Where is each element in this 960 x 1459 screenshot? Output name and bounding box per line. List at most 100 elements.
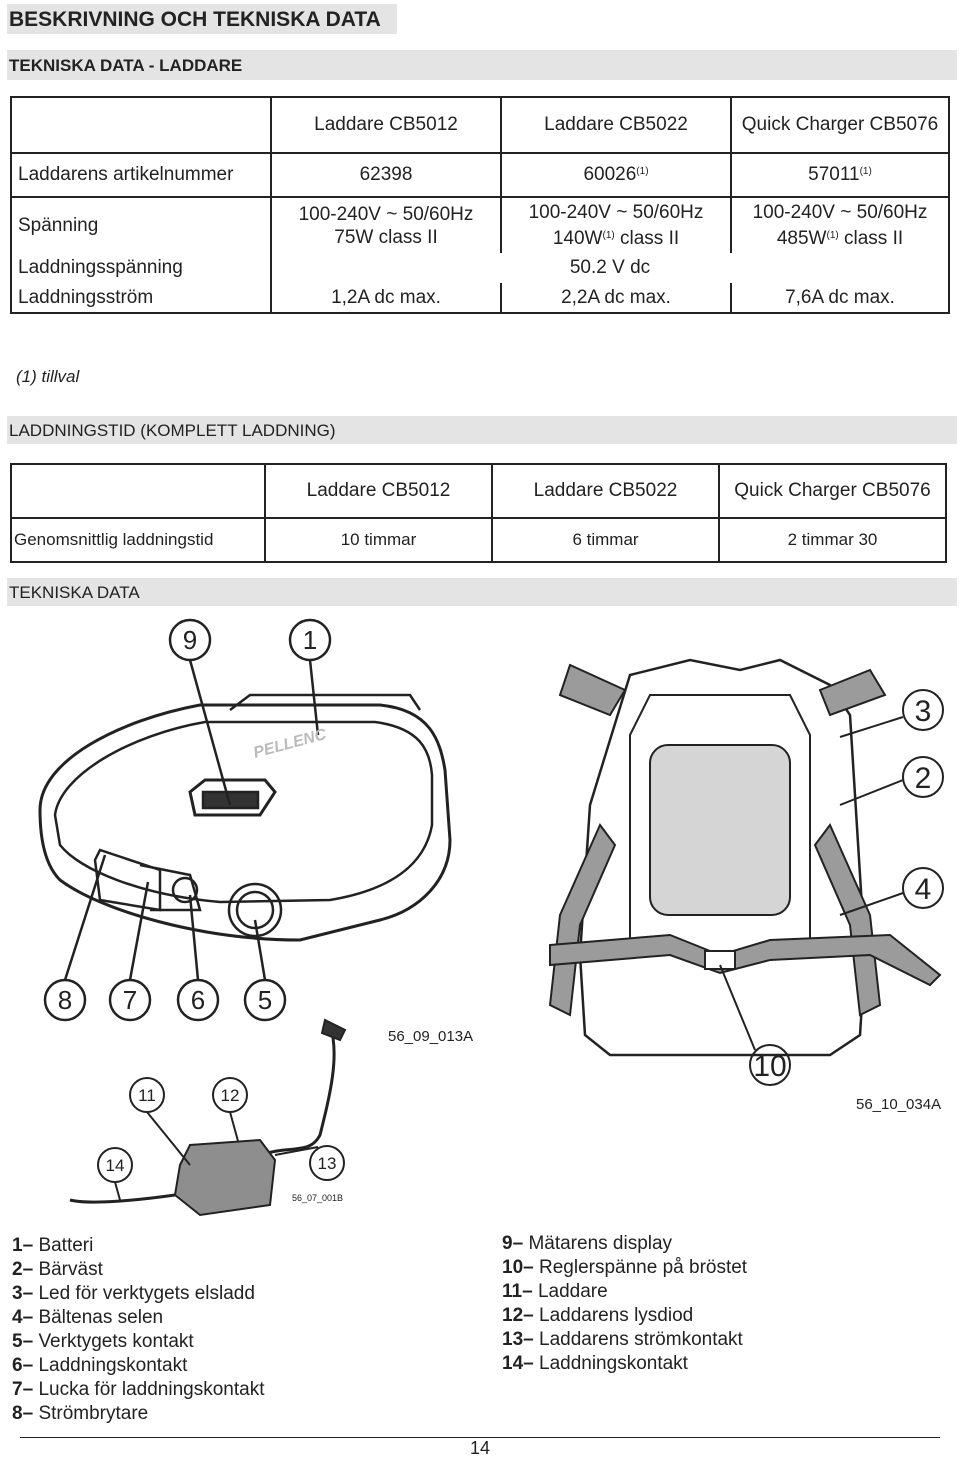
legend-left: 1– Batteri 2– Bärväst 3– Led för verktyg… [12, 1234, 264, 1426]
legend-num: 6 [12, 1355, 23, 1376]
legend-dash: – [22, 1379, 34, 1400]
cell-text: 100-240V ~ 50/60Hz [528, 202, 704, 223]
row-label: Laddarens artikelnummer [10, 152, 272, 198]
callout-7-text: 7 [123, 985, 137, 1015]
legend-dash: – [22, 1331, 34, 1352]
legend-text: Mätarens display [528, 1233, 673, 1254]
callout-10-text: 10 [753, 1050, 786, 1083]
section-header-charger-text: TEKNISKA DATA - LADDARE [9, 56, 243, 75]
legend-num: 9 [502, 1233, 513, 1254]
callout-8-text: 8 [58, 985, 72, 1015]
legend-item: 8– Strömbrytare [12, 1402, 264, 1426]
footer-rule [20, 1437, 940, 1438]
table-corner [10, 463, 266, 519]
legend-num: 7 [12, 1379, 23, 1400]
legend-dash: – [523, 1257, 534, 1278]
row-label-text: Genomsnittlig laddningstid [14, 530, 214, 549]
legend-num: 14 [502, 1353, 524, 1374]
callout-12-text: 12 [221, 1086, 240, 1105]
legend-text: Laddningskontakt [38, 1355, 188, 1376]
page-title: BESKRIVNING OCH TEKNISKA DATA [7, 4, 397, 34]
legend-text: Led för verktygets elsladd [38, 1283, 255, 1304]
row-label: Laddningsström [10, 283, 272, 314]
cell-text: 57011 [808, 164, 860, 185]
legend-num: 8 [12, 1403, 23, 1424]
brand-logo: PELLENC [252, 726, 329, 762]
cell: 2 timmar 30 [718, 517, 947, 563]
legend-dash: – [512, 1233, 524, 1254]
section-header-charger: TEKNISKA DATA - LADDARE [7, 50, 957, 80]
legend-item: 4– Bältenas selen [12, 1306, 264, 1330]
callout-4-text: 4 [915, 873, 932, 906]
callout-11-text: 11 [138, 1086, 156, 1105]
row-label-text: Laddarens artikelnummer [18, 164, 234, 185]
row-label-text: Spänning [18, 214, 99, 236]
col-header: Laddare CB5012 [264, 463, 493, 519]
row-label: Genomsnittlig laddningstid [10, 517, 266, 563]
legend-text: Lucka för laddningskontakt [38, 1379, 265, 1400]
legend-dash: – [22, 1283, 34, 1304]
legend-text: Laddarens strömkontakt [539, 1329, 743, 1350]
col-header: Laddare CB5022 [491, 463, 720, 519]
legend-text: Reglerspänne på bröstet [539, 1257, 748, 1278]
legend-num: 3 [12, 1283, 23, 1304]
legend-right: 9– Mätarens display 10– Reglerspänne på … [502, 1232, 747, 1376]
figure-ref-charger: 56_07_001B [292, 1193, 344, 1203]
legend-text: Bältenas selen [38, 1307, 164, 1328]
page-number: 14 [470, 1438, 491, 1458]
legend-dash: – [523, 1305, 534, 1326]
row-label: Laddningsspänning [10, 253, 272, 283]
legend-num: 11 [502, 1281, 523, 1302]
callout-2-text: 2 [915, 762, 932, 795]
cell-line: 485W(1) class II [732, 224, 948, 250]
footnote-mark: (1) [602, 230, 615, 241]
callout-9-text: 9 [183, 625, 197, 655]
callout-5-text: 5 [258, 985, 272, 1015]
legend-num: 12 [502, 1305, 524, 1326]
legend-item: 13– Laddarens strömkontakt [502, 1328, 747, 1352]
col-header: Laddare CB5022 [500, 96, 732, 154]
cell-text: 60026 [583, 164, 637, 185]
callout-6-text: 6 [191, 985, 205, 1015]
cell: 60026(1) [500, 152, 732, 198]
legend-dash: – [22, 1307, 34, 1328]
cell-line: 140W(1) class II [502, 224, 730, 250]
legend-num: 1 [12, 1235, 23, 1256]
cell: 2,2A dc max. [500, 283, 732, 314]
legend-item: 9– Mätarens display [502, 1232, 747, 1256]
section-header-time: LADDNINGSTID (KOMPLETT LADDNING) [7, 416, 957, 444]
legend-item: 6– Laddningskontakt [12, 1354, 264, 1378]
legend-text: Bärväst [38, 1259, 103, 1280]
legend-dash: – [22, 1259, 34, 1280]
legend-item: 2– Bärväst [12, 1258, 264, 1282]
legend-dash: – [22, 1403, 34, 1424]
col-header: Quick Charger CB5076 [730, 96, 950, 154]
col-header: Laddare CB5012 [270, 96, 502, 154]
legend-text: Laddningskontakt [539, 1353, 688, 1374]
cell-text: 140W [552, 228, 603, 249]
legend-dash: – [523, 1353, 534, 1374]
legend-num: 5 [12, 1331, 23, 1352]
footnote-mark: (1) [826, 230, 839, 241]
cell: 6 timmar [491, 517, 720, 563]
legend-num: 2 [12, 1259, 23, 1280]
cell-text: 485W [776, 228, 827, 249]
row-label-text: Laddningsspänning [18, 257, 183, 278]
cell-merged: 50.2 V dc [270, 253, 950, 283]
figure-ref-right: 56_10_034A [856, 1096, 942, 1113]
legend-item: 10– Reglerspänne på bröstet [502, 1256, 747, 1280]
row-label-text: Laddningsström [18, 286, 154, 308]
charging-time-table: Laddare CB5012 Laddare CB5022 Quick Char… [10, 463, 947, 563]
callout-1-text: 1 [303, 625, 317, 655]
page-title-text: BESKRIVNING OCH TEKNISKA DATA [9, 8, 381, 31]
legend-item: 14– Laddningskontakt [502, 1352, 747, 1376]
callout-3-text: 3 [915, 695, 932, 728]
legend-text: Strömbrytare [38, 1403, 149, 1424]
footnote-mark: (1) [859, 166, 872, 177]
legend-dash: – [522, 1281, 533, 1302]
cell: 7,6A dc max. [730, 283, 950, 314]
harness-illustration: 3 2 4 10 [548, 658, 944, 1086]
